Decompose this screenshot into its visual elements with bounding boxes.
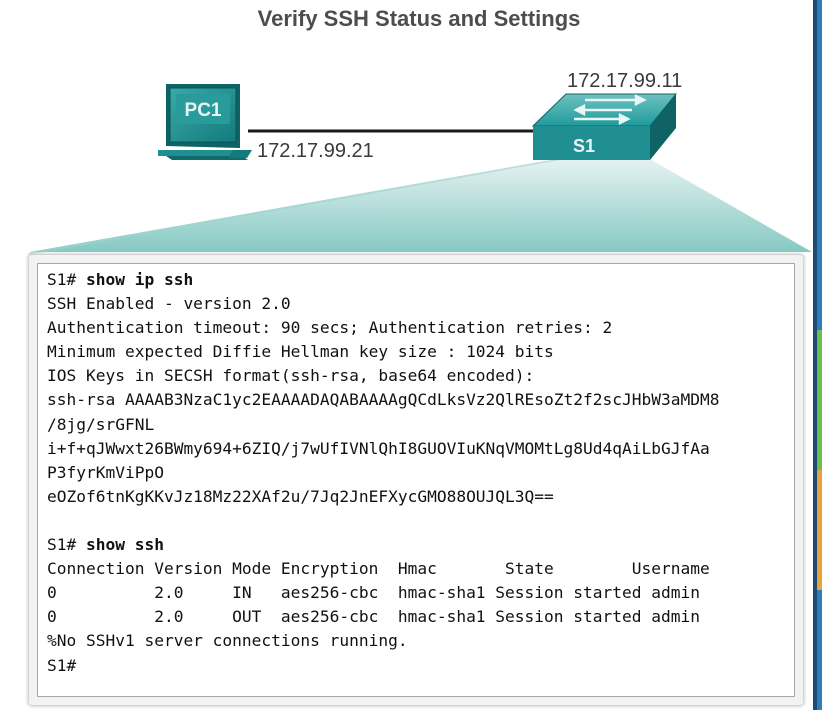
- switch-arrows-icon: [573, 94, 647, 125]
- zoom-beam-shadow: [28, 158, 562, 255]
- output-line: P3fyrKmViPpO: [47, 462, 164, 482]
- output-line: /8jg/srGFNL: [47, 414, 155, 434]
- page-title: Verify SSH Status and Settings: [257, 6, 581, 31]
- output-line: IOS Keys in SECSH format(ssh-rsa, base64…: [47, 366, 535, 386]
- output-line: eOZof6tnKgKKvJz18Mz22XAf2u/7Jq2JnEFXycGM…: [47, 486, 554, 506]
- s1-switch[interactable]: S1: [531, 93, 678, 160]
- output-line: 0 2.0 OUT aes256-cbc hmac-sha1 Session s…: [47, 607, 700, 627]
- prompt: S1#: [47, 535, 86, 555]
- pc1-ip-address: 172.17.99.21: [257, 140, 374, 162]
- output-line: 0 2.0 IN aes256-cbc hmac-sha1 Session st…: [47, 583, 700, 603]
- output-line: i+f+qJWwxt26BWmy694+6ZIQ/j7wUfIVNlQhI8GU…: [47, 438, 710, 458]
- output-line: %No SSHv1 server connections running.: [47, 631, 408, 651]
- command-line: S1#: [47, 654, 719, 678]
- s1-ip-address: 172.17.99.11: [567, 70, 683, 92]
- command-text: show ssh: [85, 535, 164, 555]
- edge-strip-accent: [817, 330, 822, 470]
- prompt: S1#: [47, 655, 86, 675]
- output-line: Authentication timeout: 90 secs; Authent…: [47, 318, 613, 338]
- s1-label: S1: [573, 136, 595, 156]
- command-line: S1# show ip ssh: [47, 268, 719, 292]
- prompt: S1#: [47, 270, 86, 289]
- output-line: [47, 509, 719, 533]
- output-line: Minimum expected Diffie Hellman key size…: [47, 342, 554, 362]
- output-line: ssh-rsa AAAAB3NzaC1yc2EAAAADAQABAAAAgQCd…: [47, 390, 720, 410]
- edge-strip-accent2: [817, 470, 822, 590]
- command-line: S1# show ssh: [47, 533, 719, 557]
- output-line: SSH Enabled - version 2.0: [47, 294, 291, 314]
- command-text: show ip ssh: [85, 270, 194, 289]
- zoom-beam: [30, 158, 812, 252]
- pc1-device[interactable]: PC1: [158, 84, 252, 160]
- edge-strip-dark: [813, 0, 817, 710]
- output-line: Connection Version Mode Encryption Hmac …: [47, 559, 710, 579]
- pc1-label: PC1: [185, 100, 222, 121]
